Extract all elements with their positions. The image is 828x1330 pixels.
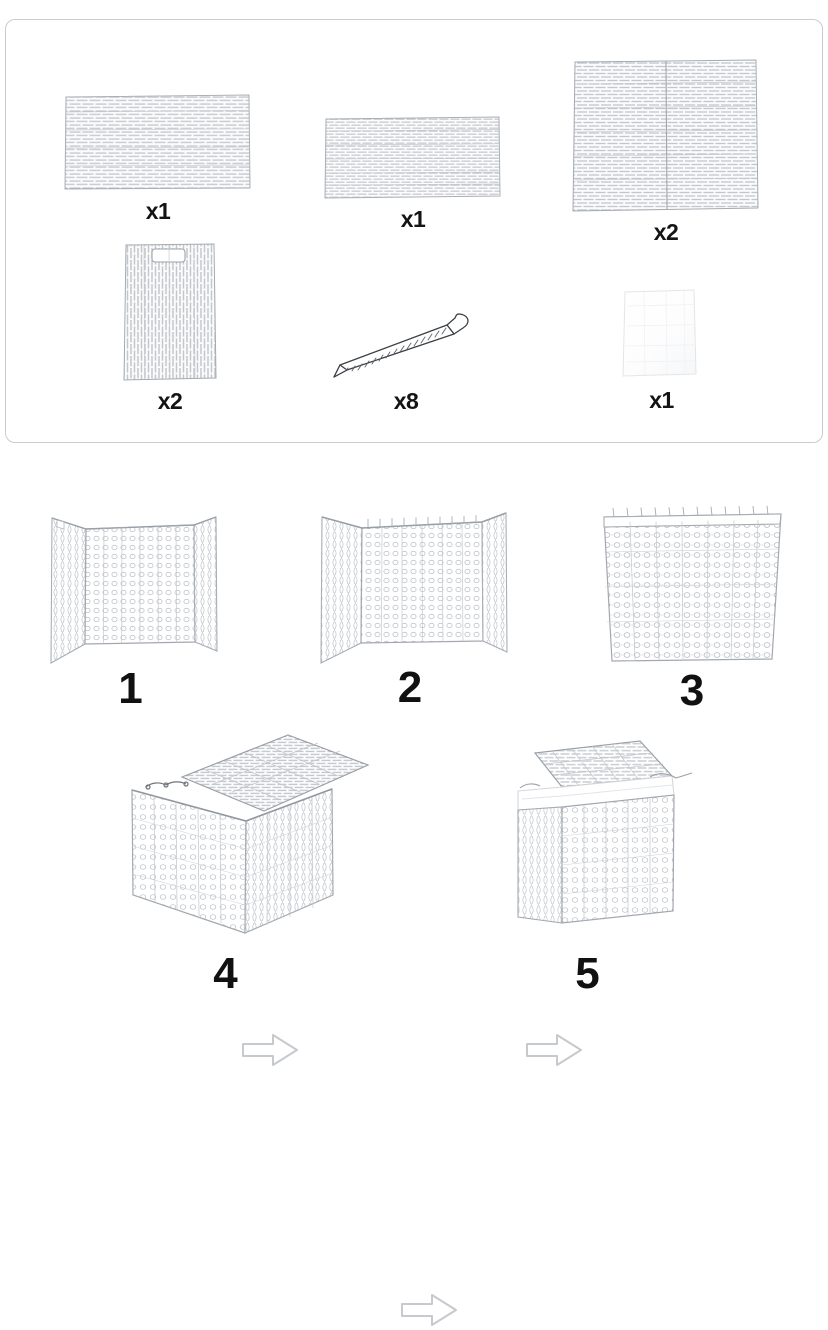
part-quantity-label: x2 <box>157 388 183 414</box>
part-end-panel-handle: x2 <box>119 242 221 414</box>
step-number-label: 1 <box>118 664 143 713</box>
screw-icon <box>321 305 491 385</box>
woven-square-panel-icon <box>571 58 761 213</box>
fabric-liner-icon <box>614 286 709 381</box>
basket-body-complete-icon <box>592 500 792 665</box>
step-number-label: 3 <box>679 666 705 715</box>
step-5: 5 <box>500 735 715 1013</box>
basket-with-open-lid-icon <box>118 732 408 947</box>
part-front-panel: x1 <box>63 92 253 237</box>
arrow-4-to-5 <box>399 1290 461 1330</box>
step-4: 4 <box>118 732 408 1012</box>
arrow-right-icon <box>526 1034 582 1066</box>
step-3: 3 <box>592 500 792 725</box>
woven-rectangular-panel-icon <box>324 115 502 200</box>
arrow-right-icon <box>242 1034 298 1066</box>
basket-three-panels-open-icon <box>38 498 223 664</box>
part-quantity-label: x1 <box>145 198 171 224</box>
basket-four-panels-open-icon <box>310 495 510 664</box>
part-quantity-label: x2 <box>653 219 679 245</box>
step-2: 2 <box>310 495 510 723</box>
woven-panel-with-handle-cutout-icon <box>119 242 221 382</box>
assembly-steps-panel: 1 <box>0 460 828 1326</box>
part-quantity-label: x1 <box>400 206 426 232</box>
step-number-label: 2 <box>397 663 423 712</box>
arrow-right-icon <box>401 1294 457 1326</box>
part-quantity-label: x8 <box>393 388 419 414</box>
part-side-panel-large: x2 <box>571 58 761 253</box>
arrow-2-to-3 <box>524 1030 586 1070</box>
step-number-label: 5 <box>575 949 600 998</box>
part-back-panel: x1 <box>324 115 502 240</box>
part-quantity-label: x1 <box>649 387 674 413</box>
part-fabric-liner: x1 <box>614 286 709 416</box>
basket-with-liner-closed-icon <box>500 735 715 947</box>
step-1: 1 <box>38 498 223 723</box>
arrow-1-to-2 <box>240 1030 302 1070</box>
part-screw: x8 <box>321 305 491 420</box>
woven-rectangular-panel-icon <box>63 92 253 192</box>
parts-list-panel: x1 x1 <box>5 19 823 443</box>
step-number-label: 4 <box>213 949 238 998</box>
